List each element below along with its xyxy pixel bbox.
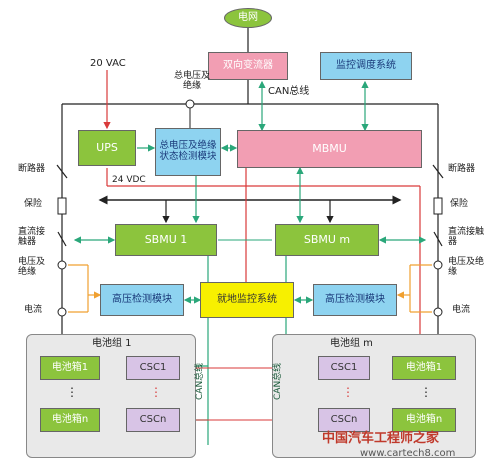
current-right-label: 电流 — [452, 305, 471, 315]
current-sensor-left — [57, 307, 67, 317]
voltage-sensor-right — [433, 260, 443, 270]
current-sensor-right — [433, 307, 443, 317]
can-bus-label: CAN总线 — [268, 86, 310, 97]
contactor-symbol-right — [433, 231, 443, 247]
vac-label: 20 VAC — [90, 58, 126, 69]
fuse-symbol-right — [433, 197, 443, 215]
hv-monitor-block: 总电压及绝缘状态检测模块 — [155, 128, 221, 176]
mbmu-block: MBMU — [237, 130, 422, 168]
voltage-insulation-right-label: 电压及绝缘 — [448, 257, 485, 277]
sbmu-1-block: SBMU 1 — [115, 224, 217, 256]
battery-box-right-n: 电池箱n — [392, 408, 456, 432]
bus-voltage-label: 总电压及绝缘 — [173, 71, 210, 91]
can-line-right-label: CAN总线 — [273, 362, 283, 400]
fuse-right-label: 保险 — [450, 199, 469, 209]
battery-box-right-1: 电池箱1 — [392, 356, 456, 380]
watermark-title: 中国汽车工程师之家 — [322, 431, 440, 446]
battery-group-left-title: 电池组 1 — [92, 338, 132, 349]
breaker-right-label: 断路器 — [448, 164, 476, 174]
bus-voltage-sensor — [185, 99, 195, 109]
battery-group-left — [26, 334, 196, 458]
csc-right-1: CSC1 — [318, 356, 370, 380]
grid-node: 电网 — [224, 8, 272, 28]
watermark-url: www.cartech8.com — [360, 448, 456, 459]
csc-dots-right: ⋮ — [342, 385, 354, 399]
fuse-symbol-left — [57, 197, 67, 215]
contactor-left-label: 直流接触器 — [18, 227, 46, 247]
contactor-right-label: 直流接触器 — [448, 227, 485, 247]
ups-block: UPS — [78, 130, 136, 166]
csc-left-1: CSC1 — [126, 356, 180, 380]
battery-group-right — [272, 334, 476, 458]
breaker-symbol-right — [432, 164, 444, 179]
grid-label: 电网 — [238, 12, 258, 24]
current-left-label: 电流 — [24, 305, 43, 315]
battery-box-left-n: 电池箱n — [40, 408, 100, 432]
hv-detect-right-block: 高压检测模块 — [313, 284, 397, 316]
fuse-left-label: 保险 — [24, 199, 43, 209]
csc-left-n: CSCn — [126, 408, 180, 432]
battery-group-right-title: 电池组 m — [330, 338, 373, 349]
contactor-symbol-left — [57, 231, 67, 247]
battery-dots-left: ⋮ — [66, 385, 78, 399]
csc-right-n: CSCn — [318, 408, 370, 432]
can-line-left-label: CAN总线 — [195, 362, 205, 400]
ground-monitor-block: 就地监控系统 — [200, 282, 294, 318]
battery-box-left-1: 电池箱1 — [40, 356, 100, 380]
breaker-left-label: 断路器 — [18, 164, 46, 174]
csc-dots-left: ⋮ — [150, 385, 162, 399]
voltage-sensor-left — [57, 260, 67, 270]
voltage-insulation-left-label: 电压及绝缘 — [18, 257, 46, 277]
sbmu-m-block: SBMU m — [275, 224, 379, 256]
dispatch-system: 监控调度系统 — [320, 52, 412, 80]
battery-dots-right: ⋮ — [420, 385, 432, 399]
vdc-label: 24 VDC — [112, 175, 146, 185]
breaker-symbol-left — [56, 164, 68, 179]
bidirectional-converter: 双向变流器 — [208, 52, 288, 80]
hv-detect-left-block: 高压检测模块 — [100, 284, 184, 316]
